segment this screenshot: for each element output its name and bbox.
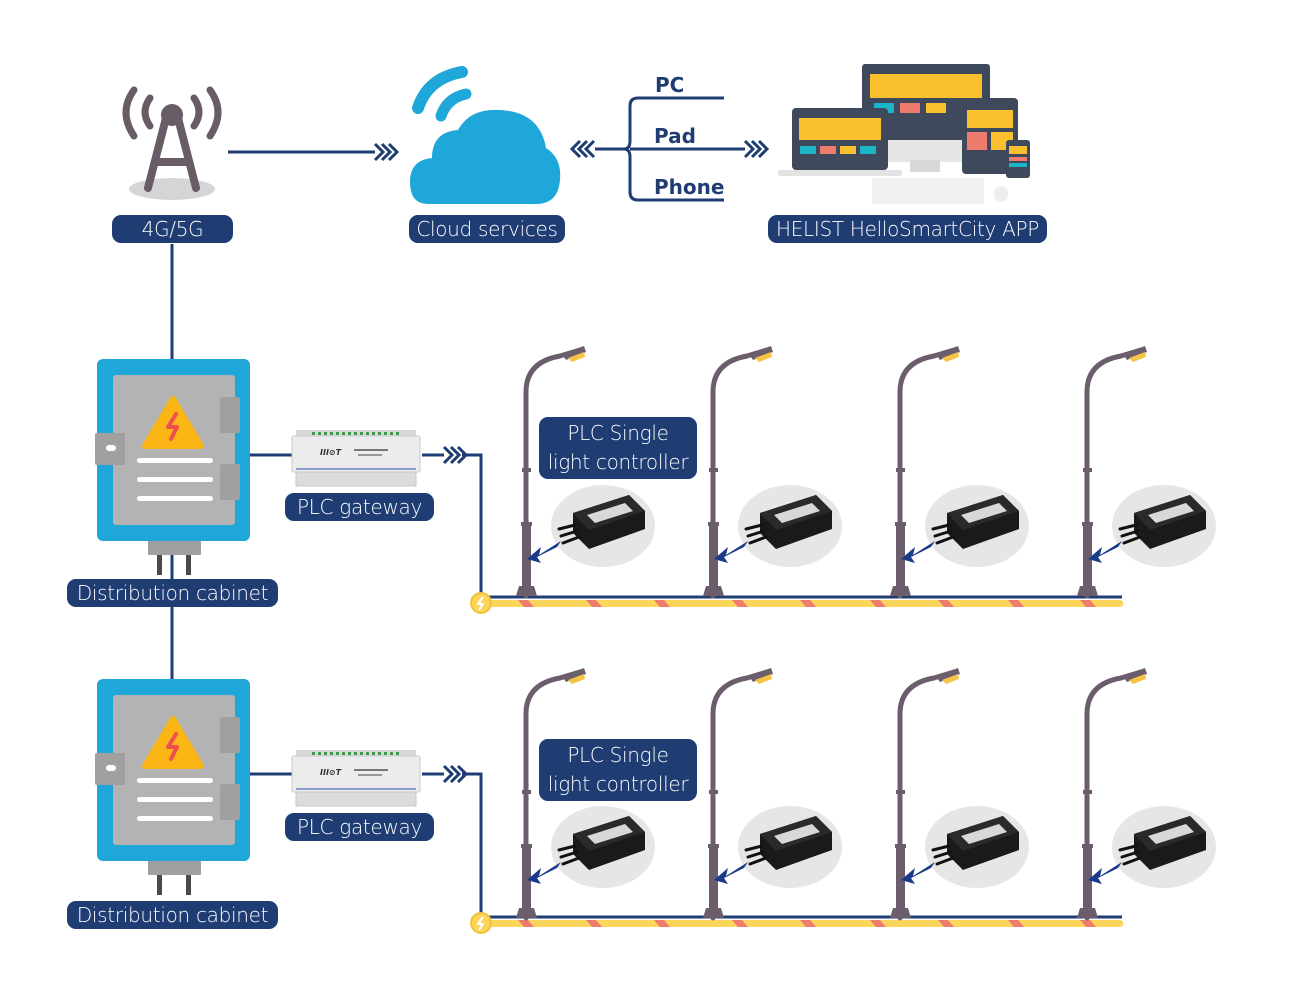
light-controller-icon	[712, 483, 844, 569]
controller-label: PLC Single light controller	[539, 739, 697, 801]
light-controller-icon	[899, 483, 1031, 569]
controller-label: PLC Single light controller	[539, 417, 697, 479]
plc-gateway-icon	[291, 429, 421, 487]
controller-label-line2: light controller	[547, 450, 689, 474]
power-node-icon	[470, 592, 492, 614]
gateway-label: PLC gateway	[285, 813, 434, 841]
branch-label-pad: Pad	[654, 124, 696, 148]
branch-label-phone: Phone	[654, 175, 725, 199]
cloud-label: Cloud services	[409, 215, 565, 243]
arrow-right-icon	[373, 142, 399, 162]
light-controller-icon	[525, 804, 657, 890]
branch-label-pc: PC	[655, 73, 685, 97]
light-controller-icon	[525, 483, 657, 569]
row-2	[95, 668, 1218, 934]
controller-label-line2: light controller	[547, 772, 689, 796]
tower-label: 4G/5G	[112, 215, 233, 243]
cabinet-label: Distribution cabinet	[67, 579, 278, 607]
controller-label-line1: PLC Single	[567, 421, 669, 445]
light-controller-icon	[712, 804, 844, 890]
distribution-cabinet-icon	[95, 359, 250, 575]
row-1	[95, 346, 1218, 614]
controller-label-line1: PLC Single	[567, 743, 669, 767]
devices-icon	[778, 64, 1030, 204]
app-label: HELIST HelloSmartCity APP	[768, 215, 1047, 243]
light-controller-icon	[899, 804, 1031, 890]
cloud-app-link	[570, 96, 769, 202]
gateway-label: PLC gateway	[285, 493, 434, 521]
plc-gateway-icon	[291, 749, 421, 807]
light-controller-icon	[1086, 483, 1218, 569]
cabinet-label: Distribution cabinet	[67, 901, 278, 929]
distribution-cabinet-icon	[95, 679, 250, 895]
cloud-icon	[410, 66, 561, 204]
cell-tower-icon	[122, 86, 222, 200]
power-node-icon	[470, 912, 492, 934]
light-controller-icon	[1086, 804, 1218, 890]
